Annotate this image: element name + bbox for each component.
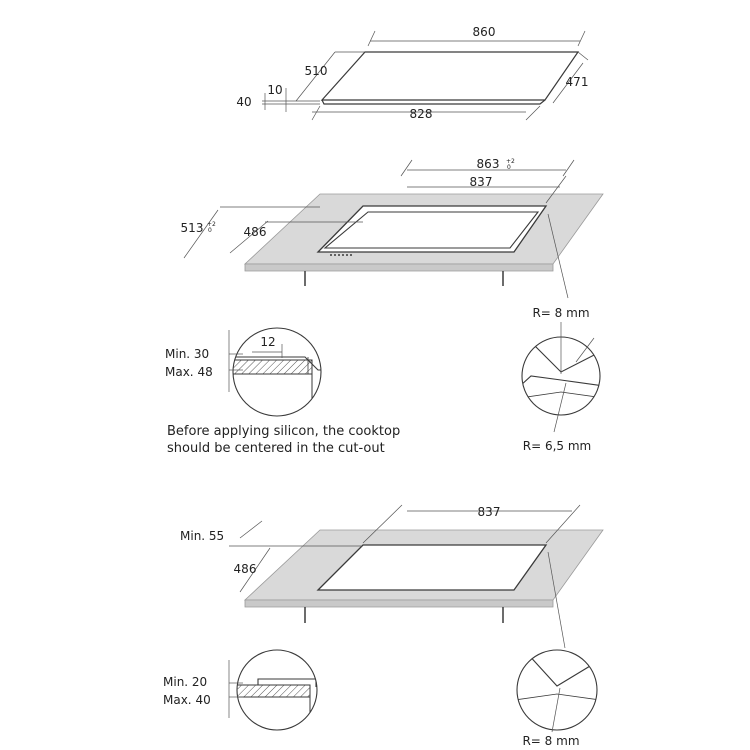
dim-cutout-depth: 486 [234, 562, 257, 576]
dim-inner-width: 837 [470, 175, 493, 189]
top-mount-dimension-lines [229, 504, 581, 649]
cooktop-front-edge [321, 99, 546, 105]
dim-outer-depth-tol-zero: 0 [208, 227, 212, 234]
dim-outer-depth-tol-plus: +2 [207, 221, 216, 228]
installation-note-line-2: should be centered in the cut-out [167, 441, 385, 456]
detail-min-label-2: Min. 20 [163, 675, 207, 689]
flush-dimension-labels: 863 +2 0 837 513 +2 0 486 R= 8 mm [181, 157, 590, 320]
radius-outer-label: R= 8 mm [532, 306, 589, 320]
worktop-top-mount [243, 529, 604, 623]
worktop-front-face-2 [244, 599, 554, 608]
dim-thickness: 40 [236, 95, 251, 109]
radius-label-2: R= 8 mm [522, 734, 579, 748]
dim-glass-depth: 471 [566, 75, 589, 89]
cutout-inner [323, 211, 540, 249]
worktop-flush [243, 193, 604, 286]
top-mount-dimension-labels: 837 Min. 55 486 [180, 505, 500, 576]
dim-inner-depth: 486 [244, 225, 267, 239]
worktop-front-face [244, 263, 554, 272]
detail-max-label-2: Max. 40 [163, 693, 211, 707]
edge-section-top-mount [228, 649, 318, 731]
dim-outer-width: 863 [477, 157, 500, 171]
cooktop-dimension-lines [262, 30, 589, 121]
dim-edge: 10 [267, 83, 282, 97]
dim-cutout-width: 837 [478, 505, 501, 519]
cooktop-dimension-labels: 860 510 471 10 40 828 [236, 25, 588, 121]
detail-min-label: Min. 30 [165, 347, 209, 361]
installation-note-line-1: Before applying silicon, the cooktop [167, 424, 400, 439]
dim-outer-width-tol-plus: +2 [506, 158, 515, 165]
dim-bottom-width: 828 [410, 107, 433, 121]
cooktop-top-surface [320, 51, 580, 101]
corner-detail-flush [521, 322, 601, 433]
dim-min-margin: Min. 55 [180, 529, 224, 543]
corner-detail-top-mount [516, 649, 598, 733]
dim-outer-depth: 513 [181, 221, 204, 235]
detail-step-label: 12 [260, 335, 275, 349]
radius-inner-label: R= 6,5 mm [523, 439, 591, 453]
dim-width: 860 [473, 25, 496, 39]
cutout-2 [316, 544, 548, 591]
dim-depth: 510 [305, 64, 328, 78]
flush-dimension-lines [183, 159, 575, 299]
dim-outer-width-tol-zero: 0 [507, 164, 511, 171]
detail-max-label: Max. 48 [165, 365, 213, 379]
edge-section-flush [228, 327, 322, 417]
cooktop-perspective [320, 51, 580, 105]
